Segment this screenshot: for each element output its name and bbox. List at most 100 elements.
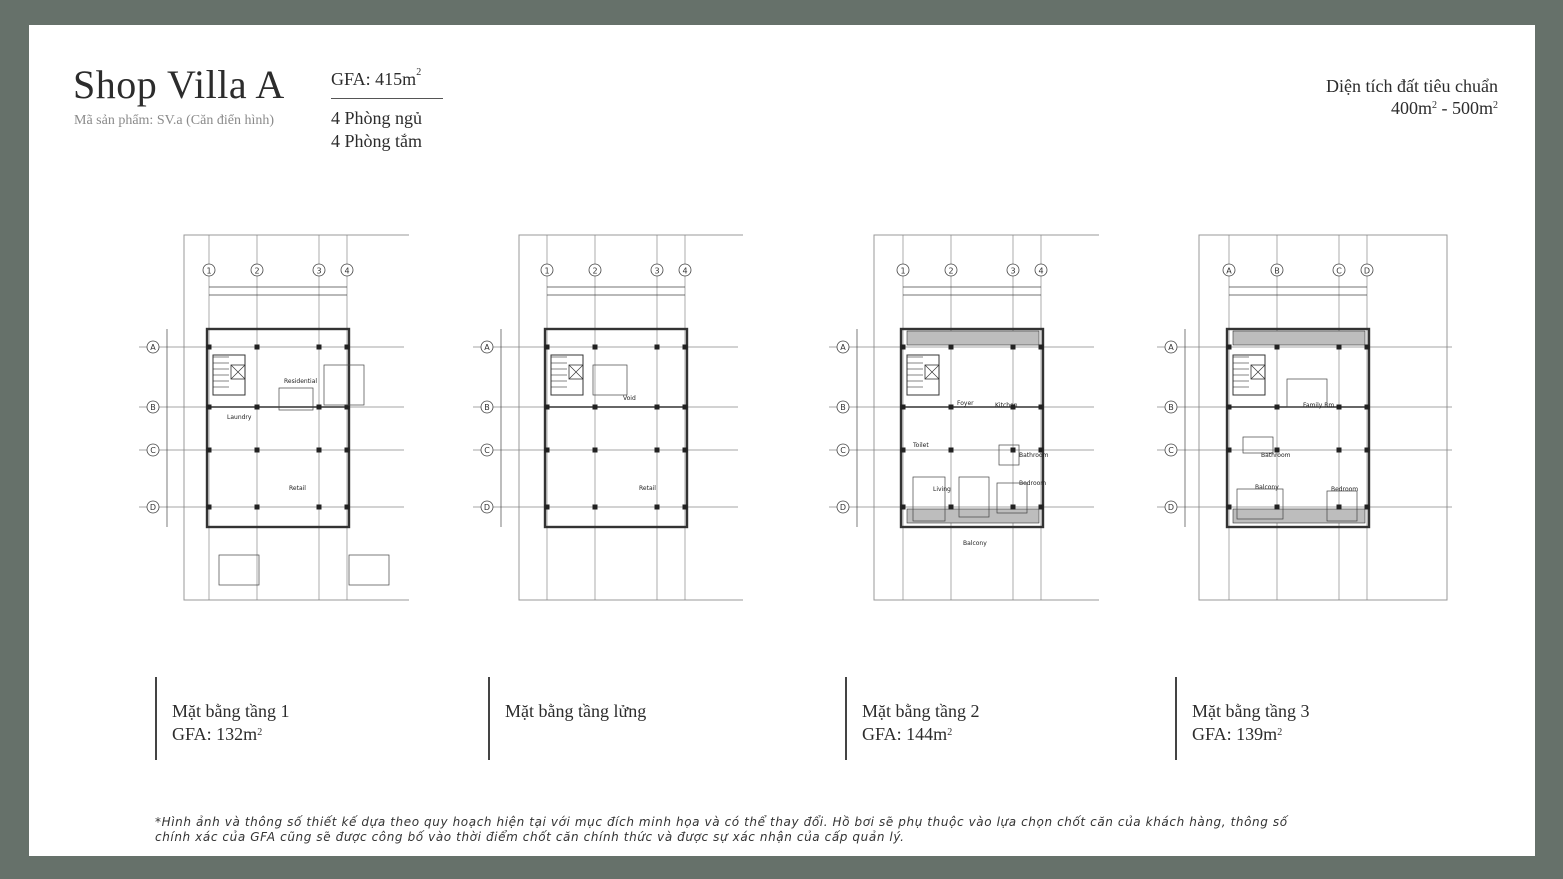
grid-marker (836, 400, 850, 414)
floor-gfa: GFA: 139m2 (1192, 724, 1283, 744)
structural-column (1364, 404, 1370, 410)
floor-caption-3: Mặt bằng tầng 3 GFA: 139m2 (1175, 677, 1309, 760)
structural-column (1274, 404, 1280, 410)
grid-marker (650, 263, 664, 277)
structural-column (592, 344, 598, 350)
structural-column (948, 344, 954, 350)
site-boundary (518, 234, 743, 601)
elevator (568, 364, 584, 380)
structural-column (948, 404, 954, 410)
grid-marker-label: 3 (1010, 267, 1015, 276)
structural-column (544, 447, 550, 453)
floor-gfa: GFA: 144m2 (862, 724, 953, 744)
grid-marker (480, 443, 494, 457)
structural-column (682, 504, 688, 510)
grid-marker-label: D (1364, 267, 1370, 276)
structural-column (948, 504, 954, 510)
grid-marker-label: A (1226, 267, 1232, 276)
grid-marker-label: C (484, 446, 490, 455)
room-label: Bedroom (1019, 480, 1046, 487)
structural-column (1336, 504, 1342, 510)
grid-marker (340, 263, 354, 277)
grid-marker (1164, 400, 1178, 414)
grid-marker (1164, 340, 1178, 354)
room-counts: 4 Phòng ngủ 4 Phòng tắm (331, 107, 422, 153)
land-area: Diện tích đất tiêu chuẩn 400m2 - 500m2 (1326, 75, 1498, 119)
grid-marker-label: C (1168, 446, 1174, 455)
structural-column (344, 404, 350, 410)
grid-marker (146, 443, 160, 457)
grid-marker (1034, 263, 1048, 277)
grid-marker (480, 500, 494, 514)
furniture (348, 554, 390, 586)
site-boundary (873, 234, 1099, 601)
room-label: Bathroom (1261, 452, 1291, 459)
room-label: Foyer (957, 400, 974, 407)
grid-marker-label: 3 (316, 267, 321, 276)
grid-marker-label: 2 (592, 267, 597, 276)
grid-marker (1006, 263, 1020, 277)
building-wall (1225, 327, 1371, 529)
bedroom-count: 4 Phòng ngủ (331, 108, 423, 128)
grid-marker (896, 263, 910, 277)
structural-column (682, 404, 688, 410)
furniture (278, 387, 314, 411)
room-label: Residential (284, 378, 317, 385)
structural-column (206, 404, 212, 410)
grid-marker (1222, 263, 1236, 277)
structural-column (254, 447, 260, 453)
grid-marker-label: 2 (254, 267, 259, 276)
bathroom-count: 4 Phòng tắm (331, 131, 423, 151)
structural-column (900, 344, 906, 350)
structural-column (1226, 447, 1232, 453)
building-wall (543, 327, 689, 529)
building-wall (899, 327, 1045, 529)
structural-column (654, 447, 660, 453)
structural-column (1274, 447, 1280, 453)
structural-column (1038, 504, 1044, 510)
grid-marker (312, 263, 326, 277)
grid-marker-label: 1 (900, 267, 905, 276)
room-label: Bathroom (1019, 452, 1049, 459)
grid-marker-label: 4 (1038, 267, 1043, 276)
furniture (218, 554, 260, 586)
structural-column (1336, 447, 1342, 453)
grid-marker-label: 3 (654, 267, 659, 276)
structural-column (1010, 504, 1016, 510)
furniture (998, 444, 1020, 466)
structural-column (316, 404, 322, 410)
structural-column (682, 344, 688, 350)
structural-column (254, 504, 260, 510)
furniture (996, 482, 1028, 514)
structural-column (316, 504, 322, 510)
structural-column (654, 504, 660, 510)
structural-column (654, 344, 660, 350)
grid-marker (146, 400, 160, 414)
structural-column (1226, 344, 1232, 350)
grid-marker (1332, 263, 1346, 277)
balcony (906, 508, 1040, 524)
room-label: Retail (639, 485, 656, 492)
site-boundary (1198, 234, 1448, 601)
floor-gfa: GFA: 132m2 (172, 724, 263, 744)
structural-column (344, 447, 350, 453)
grid-marker (944, 263, 958, 277)
grid-marker (1270, 263, 1284, 277)
grid-marker-label: A (484, 343, 490, 352)
grid-marker (1164, 443, 1178, 457)
structural-column (544, 404, 550, 410)
grid-marker-label: C (1336, 267, 1342, 276)
structural-column (948, 447, 954, 453)
room-label: Laundry (227, 414, 252, 421)
grid-marker-label: 1 (544, 267, 549, 276)
structural-column (1038, 447, 1044, 453)
furniture (958, 476, 990, 518)
elevator (924, 364, 940, 380)
structural-column (1010, 404, 1016, 410)
grid-marker (480, 340, 494, 354)
